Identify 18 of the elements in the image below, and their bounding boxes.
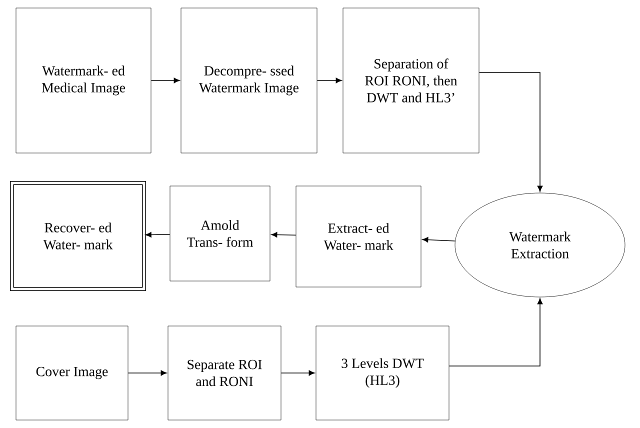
output-box: Recover- ed Water- mark xyxy=(10,180,146,292)
arrow xyxy=(271,232,296,238)
arrow xyxy=(150,78,180,84)
arrow xyxy=(448,298,543,366)
process-box: Amold Trans- form xyxy=(170,186,270,282)
arrow xyxy=(145,232,170,238)
process-box: Extract- ed Water- mark xyxy=(296,186,422,288)
process-box: Decompre- ssed Watermark Image xyxy=(180,8,318,154)
arrow xyxy=(128,370,167,376)
arrow xyxy=(422,237,456,242)
process-box: Watermark- ed Medical Image xyxy=(16,8,152,154)
process-box: Cover Image xyxy=(16,326,128,420)
arrow xyxy=(316,78,342,84)
arrow xyxy=(280,370,315,376)
process-box: Separate ROI and RONI xyxy=(168,326,282,420)
process-box: Separation of ROI RONI, then DWT and HL3’ xyxy=(342,8,480,154)
arrow xyxy=(478,72,543,192)
process-box: 3 Levels DWT (HL3) xyxy=(316,326,450,420)
